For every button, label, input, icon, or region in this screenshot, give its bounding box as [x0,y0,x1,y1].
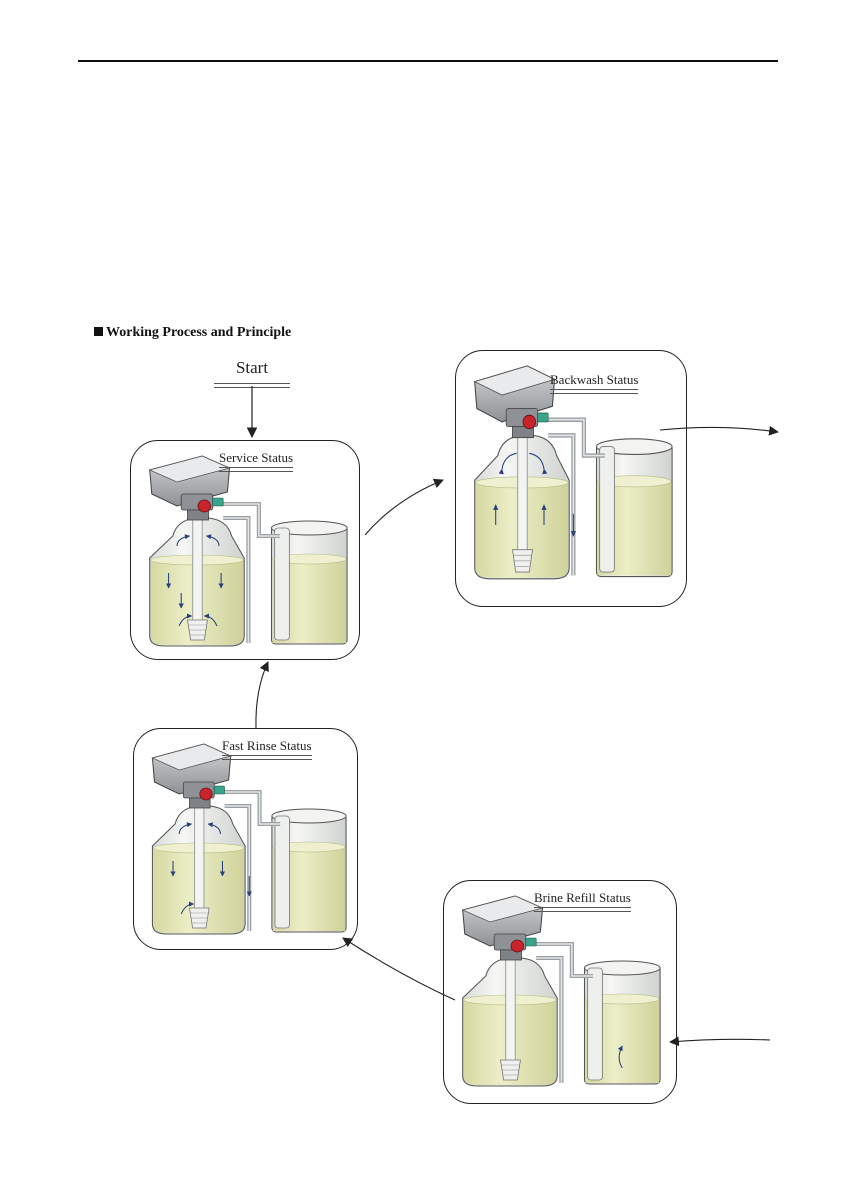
stage-title-fast-rinse-text: Fast Rinse Status [222,738,312,753]
stage-title-brine-refill-text: Brine Refill Status [534,890,631,905]
stage-title-service: Service Status [219,450,293,472]
backwash-unit-illustration [475,366,672,579]
fast-rinse-unit-illustration [152,744,346,934]
stage-title-fast-rinse: Fast Rinse Status [222,738,312,760]
stage-title-service-text: Service Status [219,450,293,465]
arrow-service-to-backwash [365,480,443,535]
stage-title-backwash: Backwash Status [550,372,638,394]
arrow-into-brine-refill [670,1039,770,1042]
stage-title-brine-refill: Brine Refill Status [534,890,631,912]
service-unit-illustration [150,456,347,646]
arrow-fast-rinse-to-service [256,662,268,728]
arrow-backwash-out [660,427,778,432]
stage-title-backwash-text: Backwash Status [550,372,638,387]
arrow-brine-refill-to-fast-rinse [343,938,455,1000]
brine-refill-unit-illustration [463,896,660,1086]
